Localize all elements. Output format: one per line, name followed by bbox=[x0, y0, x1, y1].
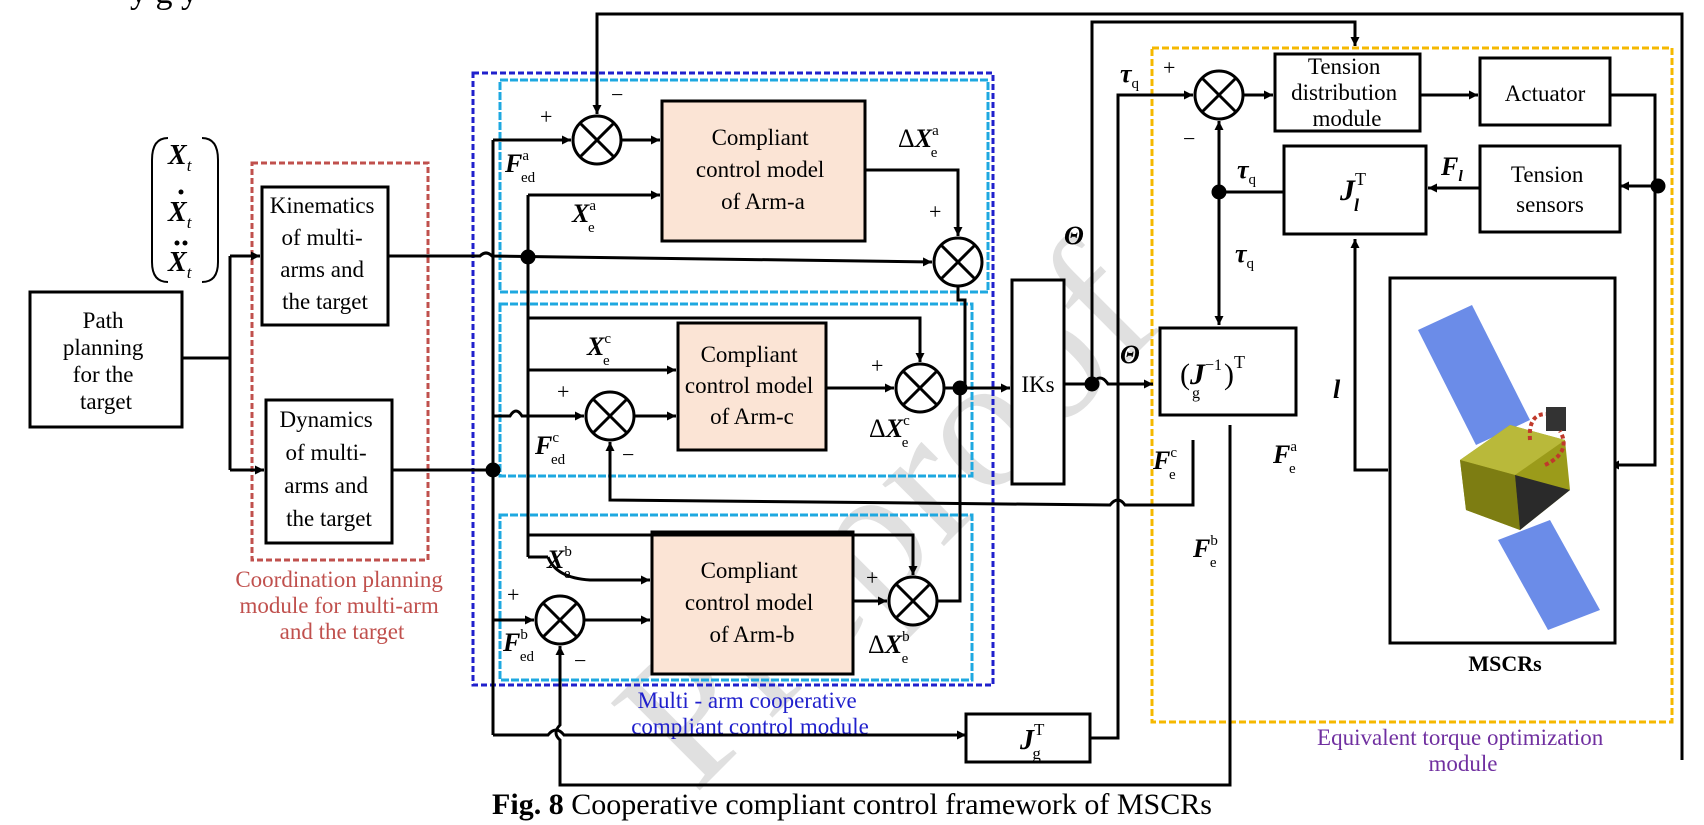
vector-xddot: Xt bbox=[167, 247, 193, 282]
coordination-module-border bbox=[250, 161, 430, 562]
arm-b-group-border bbox=[498, 513, 974, 682]
iks-label: IKs bbox=[1021, 372, 1054, 397]
sum-junction-a-input bbox=[571, 114, 623, 166]
vector-x: Xt bbox=[167, 140, 193, 175]
arm-c-group-border bbox=[498, 302, 974, 478]
dynamics-label: Dynamics of multi- arms and the target bbox=[279, 407, 378, 531]
actuator-label: Actuator bbox=[1505, 81, 1586, 106]
svg-text:τq: τq bbox=[1237, 155, 1257, 188]
arm-a-group-border bbox=[498, 78, 990, 294]
svg-text:+: + bbox=[540, 104, 552, 129]
svg-text:−: − bbox=[574, 648, 586, 673]
svg-text:Xbe: Xbe bbox=[546, 544, 572, 582]
kinematics-block bbox=[260, 185, 390, 327]
vector-xdot: Xt bbox=[167, 197, 193, 232]
figure-label: Fig. 8 bbox=[492, 788, 564, 821]
tension-sensors-label: Tension sensors bbox=[1511, 162, 1589, 217]
tension-distribution-block bbox=[1273, 52, 1422, 133]
mscrs-label: MSCRs bbox=[1468, 651, 1542, 676]
arm-c-label: Compliant control model of Arm-c bbox=[685, 342, 819, 429]
svg-text:τq: τq bbox=[1120, 59, 1140, 92]
svg-text:τq: τq bbox=[1235, 239, 1255, 272]
svg-text:Xce: Xce bbox=[586, 331, 611, 369]
svg-text:−: − bbox=[1183, 126, 1195, 151]
coordination-module-label: Coordination planning module for multi-a… bbox=[235, 567, 448, 644]
path-planning-label: Path planning for the target bbox=[63, 308, 149, 414]
multi-arm-module-border bbox=[471, 71, 995, 687]
svg-text:l: l bbox=[1333, 375, 1341, 404]
arm-c-compliant-block bbox=[676, 321, 828, 452]
input-vector: Xt Xt Xt bbox=[151, 137, 219, 283]
actuator-block bbox=[1478, 56, 1612, 127]
mscrs-robot-image bbox=[1418, 305, 1600, 630]
svg-text:Fl: Fl bbox=[1440, 152, 1463, 185]
svg-text:Fbe: Fbe bbox=[1192, 533, 1218, 571]
top-text-fragment: y g y bbox=[130, 0, 198, 12]
arm-b-label: Compliant control model of Arm-b bbox=[685, 558, 819, 647]
sum-junction-c-input bbox=[584, 390, 636, 442]
tension-distribution-label: Tension distribution module bbox=[1291, 54, 1403, 131]
svg-text:Θ: Θ bbox=[1064, 221, 1084, 250]
sum-junction-b-output bbox=[887, 575, 939, 627]
sum-junction-b-input bbox=[534, 594, 586, 646]
sum-junction-a-output bbox=[932, 236, 984, 288]
multi-arm-wires bbox=[388, 12, 1684, 787]
svg-text:Fce: Fce bbox=[1152, 445, 1177, 483]
arm-a-compliant-block bbox=[660, 99, 867, 243]
arm-b-compliant-block bbox=[650, 530, 855, 676]
sum-junction-torque bbox=[1193, 69, 1245, 121]
svg-text:Θ: Θ bbox=[1120, 340, 1140, 369]
jg-inverse-transpose-block bbox=[1158, 326, 1298, 417]
svg-text:−: − bbox=[622, 442, 634, 467]
equivalent-torque-module-label: Equivalent torque optimization module bbox=[1317, 725, 1609, 776]
svg-text:+: + bbox=[866, 565, 878, 590]
svg-text:Fae: Fae bbox=[1272, 439, 1297, 477]
kinematics-label: Kinematics of multi- arms and the target bbox=[270, 193, 381, 314]
svg-text:−: − bbox=[611, 82, 623, 107]
jl-transpose-block bbox=[1282, 144, 1428, 236]
svg-text:+: + bbox=[557, 379, 569, 404]
right-wires bbox=[1064, 20, 1666, 740]
multi-arm-module-label: Multi - arm cooperative compliant contro… bbox=[631, 688, 869, 739]
svg-text:+: + bbox=[871, 353, 883, 378]
sum-junction-c-output bbox=[894, 362, 946, 414]
arm-a-label: Compliant control model of Arm-a bbox=[696, 125, 830, 214]
figure-caption: Fig. 8 Cooperative compliant control fra… bbox=[0, 788, 1704, 822]
tension-sensors-block bbox=[1478, 144, 1622, 234]
svg-text:Xae: Xae bbox=[571, 198, 596, 236]
iks-block bbox=[1010, 278, 1066, 486]
svg-text:+: + bbox=[1163, 55, 1175, 80]
dynamics-block bbox=[264, 398, 394, 545]
svg-text:+: + bbox=[507, 582, 519, 607]
path-planning-connectors bbox=[182, 251, 264, 475]
svg-text:+: + bbox=[929, 199, 941, 224]
figure-caption-text: Cooperative compliant control framework … bbox=[571, 788, 1212, 821]
